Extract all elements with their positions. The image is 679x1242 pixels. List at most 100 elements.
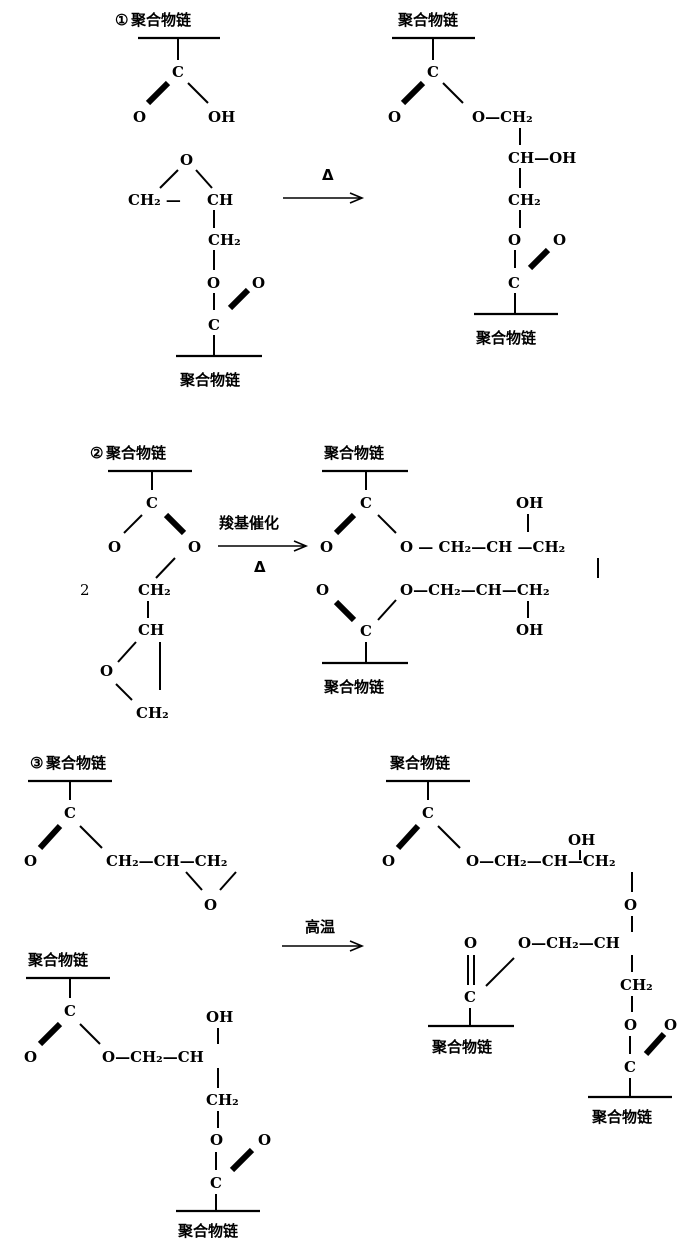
carbonyl-oxygen: O xyxy=(258,1131,271,1149)
bond xyxy=(155,557,176,579)
carbon-atom: C xyxy=(360,622,372,640)
carbon-atom: C xyxy=(360,494,372,512)
reaction-2-heat-condition: Δ xyxy=(254,558,266,576)
reaction-1-marker: ① xyxy=(115,11,128,29)
bond xyxy=(442,82,464,104)
reaction-3-hydroxy-ester-chain-top-label: 聚合物链 xyxy=(27,951,89,969)
carbon-atom: C xyxy=(208,316,220,334)
double-bond xyxy=(37,1021,63,1047)
carbon-atom: C xyxy=(172,63,184,81)
carbonyl-oxygen: O xyxy=(24,852,37,870)
ether-oxygen: O xyxy=(624,896,637,914)
epoxide-oxygen: O xyxy=(100,662,113,680)
reaction-3: ③ 聚合物链 C O CH₂—CH—CH₂ O 聚合物链 C O OH O—CH… xyxy=(24,754,677,1240)
reaction-2-product-chain-top-label: 聚合物链 xyxy=(323,444,385,462)
ether-linkage: O—CH₂—CH xyxy=(518,934,620,952)
carbonyl-oxygen: O xyxy=(664,1016,677,1034)
bond xyxy=(123,514,143,534)
reaction-1-ester-chain-label: 聚合物链 xyxy=(179,371,241,389)
double-bond xyxy=(163,512,187,536)
reaction-1: ① 聚合物链 C O OH O CH₂ — CH CH₂ O O C 聚合物链 … xyxy=(115,11,576,389)
carbonyl-oxygen: O xyxy=(316,581,329,599)
carbon-atom: C xyxy=(210,1174,222,1192)
reaction-3-glycidyl-chain-label: 聚合物链 xyxy=(45,754,107,772)
double-bond xyxy=(145,80,171,106)
carbon-atom: C xyxy=(146,494,158,512)
carbon-atom: C xyxy=(508,274,520,292)
reaction-2-catalyst-condition: 羧基催化 xyxy=(219,514,279,532)
stoichiometric-coefficient: 2 xyxy=(80,581,90,599)
bond xyxy=(485,957,515,987)
reaction-3-marker: ③ xyxy=(30,754,43,772)
epoxide-oxygen: O xyxy=(204,896,217,914)
carbonyl-oxygen: O xyxy=(252,274,265,292)
methylene-group: CH₂ xyxy=(138,581,171,599)
carbonyl-oxygen: O xyxy=(388,108,401,126)
reaction-2-product-chain-bottom-label: 聚合物链 xyxy=(323,678,385,696)
reaction-1-acid-chain-label: 聚合物链 xyxy=(130,11,192,29)
double-bond xyxy=(229,1147,255,1173)
ether-linkage: O—CH₂—CH xyxy=(102,1048,204,1066)
glycidyl-chain: CH₂—CH—CH₂ xyxy=(106,852,227,870)
reaction-3-hydroxy-ester-chain-bottom-label: 聚合物链 xyxy=(177,1222,239,1240)
bond xyxy=(185,871,203,891)
double-bond xyxy=(333,599,357,623)
ester-oxygen: O xyxy=(207,274,220,292)
carbon-atom: C xyxy=(64,804,76,822)
glycerol-ether-chain-lower: O—CH₂—CH—CH₂ xyxy=(400,581,550,599)
bond xyxy=(437,825,461,849)
double-bond xyxy=(333,512,357,536)
bond xyxy=(377,599,397,621)
reaction-1-condition: Δ xyxy=(322,166,334,184)
double-bond xyxy=(527,247,551,271)
bond xyxy=(159,169,179,189)
ether-linkage: O—CH₂ xyxy=(472,108,533,126)
bond xyxy=(117,641,137,663)
carbon-atom: C xyxy=(422,804,434,822)
carbon-atom: C xyxy=(427,63,439,81)
bond xyxy=(219,871,237,891)
hydroxyl-group: OH xyxy=(206,1008,233,1026)
methylene-group: CH₂ xyxy=(206,1091,239,1109)
ester-oxygen: O xyxy=(624,1016,637,1034)
double-bond xyxy=(400,80,426,106)
carbonyl-oxygen: O xyxy=(464,934,477,952)
reaction-3-product-chain-top-label: 聚合物链 xyxy=(389,754,451,772)
reaction-1-product-chain-top-label: 聚合物链 xyxy=(397,11,459,29)
hydroxyl-group: OH xyxy=(568,831,595,849)
bond xyxy=(377,514,397,534)
glycerol-ether-chain-upper: O — CH₂—CH —CH₂ xyxy=(400,538,565,556)
double-bond xyxy=(643,1031,667,1057)
methylene-group: CH₂ xyxy=(620,976,653,994)
ester-oxygen: O xyxy=(508,231,521,249)
bond xyxy=(79,825,103,849)
hydroxyl-group: OH xyxy=(516,494,543,512)
reaction-2-reactant-chain-label: 聚合物链 xyxy=(105,444,167,462)
reaction-3-product-chain-middle-label: 聚合物链 xyxy=(431,1038,493,1056)
double-bond xyxy=(227,287,251,311)
carbonyl-oxygen: O xyxy=(24,1048,37,1066)
double-bond xyxy=(37,823,63,851)
carbon-atom: C xyxy=(464,988,476,1006)
hydroxy-methine: CH—OH xyxy=(508,149,576,167)
methylene-group: CH₂ xyxy=(508,191,541,209)
reaction-3-product-chain-bottom-label: 聚合物链 xyxy=(591,1108,653,1126)
methine-group: CH xyxy=(207,191,233,209)
carbon-atom: C xyxy=(64,1002,76,1020)
bond xyxy=(79,1023,101,1045)
arrow-head xyxy=(349,192,365,204)
ester-oxygen: O xyxy=(108,538,121,556)
methine-group: CH xyxy=(138,621,164,639)
methylene-group: CH₂ xyxy=(136,704,169,722)
bond xyxy=(115,683,133,701)
arrow-head xyxy=(349,940,365,952)
hydroxyl-group: OH xyxy=(516,621,543,639)
carbon-atom: C xyxy=(624,1058,636,1076)
reaction-3-condition: 高温 xyxy=(305,918,335,936)
bond xyxy=(195,169,213,189)
carbonyl-oxygen: O xyxy=(320,538,333,556)
methylene-group: CH₂ xyxy=(208,231,241,249)
reaction-1-product-chain-bottom-label: 聚合物链 xyxy=(475,329,537,347)
hydroxyl-group: OH xyxy=(208,108,235,126)
